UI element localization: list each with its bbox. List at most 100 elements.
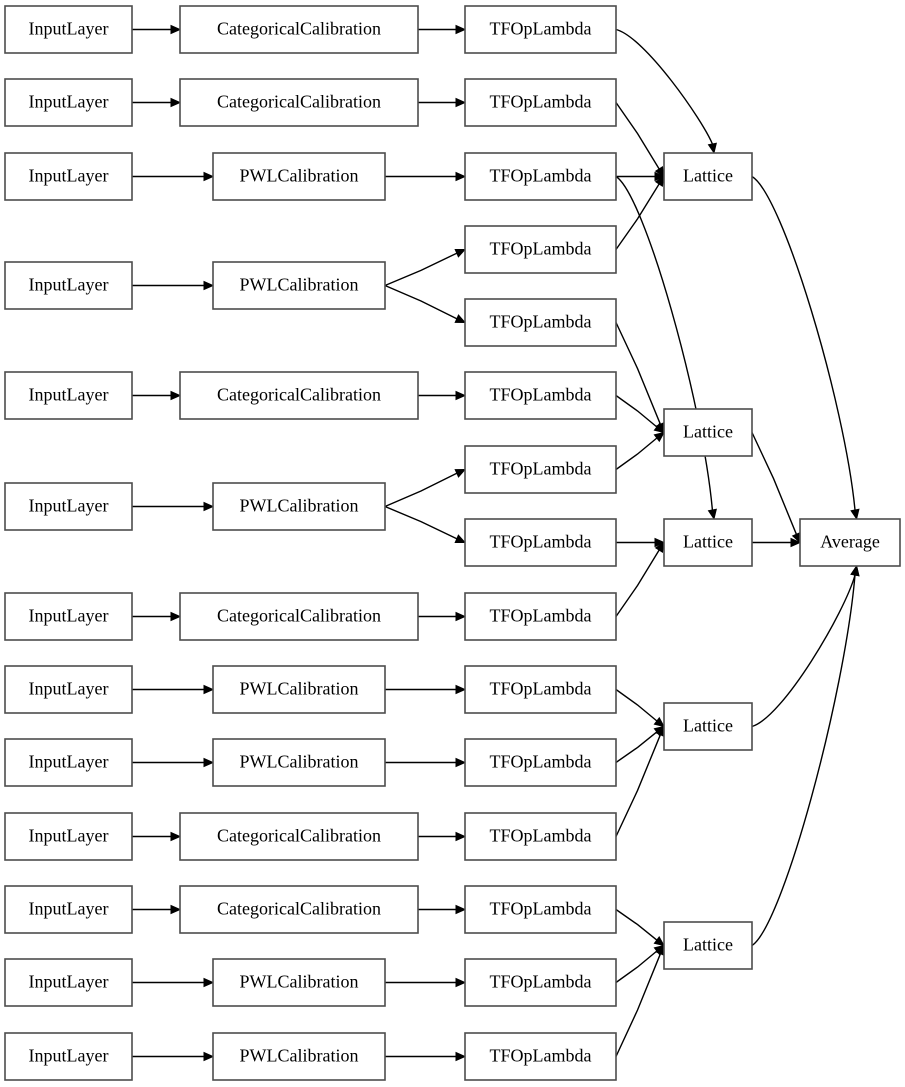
node-tfoplambda-op11[interactable]: TFOpLambda [464, 738, 617, 787]
node-box[interactable] [663, 518, 753, 567]
node-inputlayer-in8[interactable]: InputLayer [4, 665, 133, 714]
node-box[interactable] [799, 518, 901, 567]
node-box[interactable] [4, 152, 133, 201]
node-tfoplambda-op8[interactable]: TFOpLambda [464, 518, 617, 567]
node-categoricalcalibration-cal2[interactable]: CategoricalCalibration [179, 78, 419, 127]
node-box[interactable] [464, 665, 617, 714]
node-box[interactable] [212, 738, 386, 787]
node-box[interactable] [663, 408, 753, 457]
node-box[interactable] [179, 371, 419, 420]
node-lattice-lat5[interactable]: Lattice [663, 921, 753, 970]
node-categoricalcalibration-cal11[interactable]: CategoricalCalibration [179, 885, 419, 934]
node-box[interactable] [4, 5, 133, 54]
node-pwlcalibration-cal6[interactable]: PWLCalibration [212, 482, 386, 531]
node-categoricalcalibration-cal5[interactable]: CategoricalCalibration [179, 371, 419, 420]
node-inputlayer-in4[interactable]: InputLayer [4, 261, 133, 310]
arrowhead-icon [203, 171, 215, 182]
node-box[interactable] [212, 482, 386, 531]
node-box[interactable] [464, 225, 617, 274]
node-box[interactable] [212, 958, 386, 1007]
node-tfoplambda-op13[interactable]: TFOpLambda [464, 885, 617, 934]
node-tfoplambda-op5[interactable]: TFOpLambda [464, 298, 617, 347]
node-box[interactable] [464, 371, 617, 420]
node-box[interactable] [464, 1032, 617, 1081]
node-lattice-lat3[interactable]: Lattice [663, 518, 753, 567]
node-box[interactable] [179, 592, 419, 641]
node-tfoplambda-op15[interactable]: TFOpLambda [464, 1032, 617, 1081]
node-inputlayer-in12[interactable]: InputLayer [4, 958, 133, 1007]
node-box[interactable] [663, 152, 753, 201]
node-box[interactable] [212, 261, 386, 310]
node-box[interactable] [179, 812, 419, 861]
node-box[interactable] [4, 261, 133, 310]
node-inputlayer-in11[interactable]: InputLayer [4, 885, 133, 934]
node-box[interactable] [663, 921, 753, 970]
node-tfoplambda-op4[interactable]: TFOpLambda [464, 225, 617, 274]
node-pwlcalibration-cal4[interactable]: PWLCalibration [212, 261, 386, 310]
node-box[interactable] [464, 885, 617, 934]
node-box[interactable] [212, 152, 386, 201]
node-box[interactable] [464, 738, 617, 787]
edge-pwlcalibration-to-tfoplambda [384, 505, 467, 543]
node-box[interactable] [4, 78, 133, 127]
node-box[interactable] [663, 702, 753, 751]
node-box[interactable] [464, 445, 617, 494]
node-tfoplambda-op14[interactable]: TFOpLambda [464, 958, 617, 1007]
node-tfoplambda-op2[interactable]: TFOpLambda [464, 78, 617, 127]
node-box[interactable] [464, 592, 617, 641]
node-inputlayer-in10[interactable]: InputLayer [4, 812, 133, 861]
node-inputlayer-in2[interactable]: InputLayer [4, 78, 133, 127]
node-inputlayer-in1[interactable]: InputLayer [4, 5, 133, 54]
node-inputlayer-in3[interactable]: InputLayer [4, 152, 133, 201]
edge-categoricalcalibration-to-tfoplambda [418, 97, 467, 108]
node-pwlcalibration-cal3[interactable]: PWLCalibration [212, 152, 386, 201]
node-tfoplambda-op9[interactable]: TFOpLambda [464, 592, 617, 641]
node-categoricalcalibration-cal1[interactable]: CategoricalCalibration [179, 5, 419, 54]
node-inputlayer-in6[interactable]: InputLayer [4, 482, 133, 531]
node-box[interactable] [4, 371, 133, 420]
node-box[interactable] [179, 78, 419, 127]
node-box[interactable] [212, 665, 386, 714]
node-tfoplambda-op7[interactable]: TFOpLambda [464, 445, 617, 494]
node-box[interactable] [4, 1032, 133, 1081]
node-tfoplambda-op6[interactable]: TFOpLambda [464, 371, 617, 420]
node-categoricalcalibration-cal10[interactable]: CategoricalCalibration [179, 812, 419, 861]
node-lattice-lat4[interactable]: Lattice [663, 702, 753, 751]
node-tfoplambda-op1[interactable]: TFOpLambda [464, 5, 617, 54]
node-box[interactable] [179, 885, 419, 934]
node-tfoplambda-op10[interactable]: TFOpLambda [464, 665, 617, 714]
node-tfoplambda-op12[interactable]: TFOpLambda [464, 812, 617, 861]
node-pwlcalibration-cal8[interactable]: PWLCalibration [212, 665, 386, 714]
node-inputlayer-in13[interactable]: InputLayer [4, 1032, 133, 1081]
node-box[interactable] [4, 812, 133, 861]
node-box[interactable] [4, 958, 133, 1007]
node-box[interactable] [4, 482, 133, 531]
node-inputlayer-in5[interactable]: InputLayer [4, 371, 133, 420]
node-box[interactable] [464, 298, 617, 347]
node-box[interactable] [179, 5, 419, 54]
node-box[interactable] [212, 1032, 386, 1081]
node-pwlcalibration-cal13[interactable]: PWLCalibration [212, 1032, 386, 1081]
node-lattice-lat1[interactable]: Lattice [663, 152, 753, 201]
node-box[interactable] [464, 812, 617, 861]
node-pwlcalibration-cal12[interactable]: PWLCalibration [212, 958, 386, 1007]
node-box[interactable] [464, 958, 617, 1007]
node-box[interactable] [464, 152, 617, 201]
edge-tfoplambda-to-lattice [615, 175, 665, 250]
edge-inputlayer-to-pwlcalibration [132, 1051, 215, 1062]
node-inputlayer-in7[interactable]: InputLayer [4, 592, 133, 641]
node-tfoplambda-op3[interactable]: TFOpLambda [464, 152, 617, 201]
node-box[interactable] [464, 78, 617, 127]
arrowhead-icon [653, 422, 665, 434]
node-categoricalcalibration-cal7[interactable]: CategoricalCalibration [179, 592, 419, 641]
node-box[interactable] [4, 885, 133, 934]
node-box[interactable] [464, 5, 617, 54]
node-box[interactable] [464, 518, 617, 567]
node-inputlayer-in9[interactable]: InputLayer [4, 738, 133, 787]
node-pwlcalibration-cal9[interactable]: PWLCalibration [212, 738, 386, 787]
node-box[interactable] [4, 738, 133, 787]
node-lattice-lat2[interactable]: Lattice [663, 408, 753, 457]
node-box[interactable] [4, 665, 133, 714]
node-box[interactable] [4, 592, 133, 641]
node-average-avg[interactable]: Average [799, 518, 901, 567]
